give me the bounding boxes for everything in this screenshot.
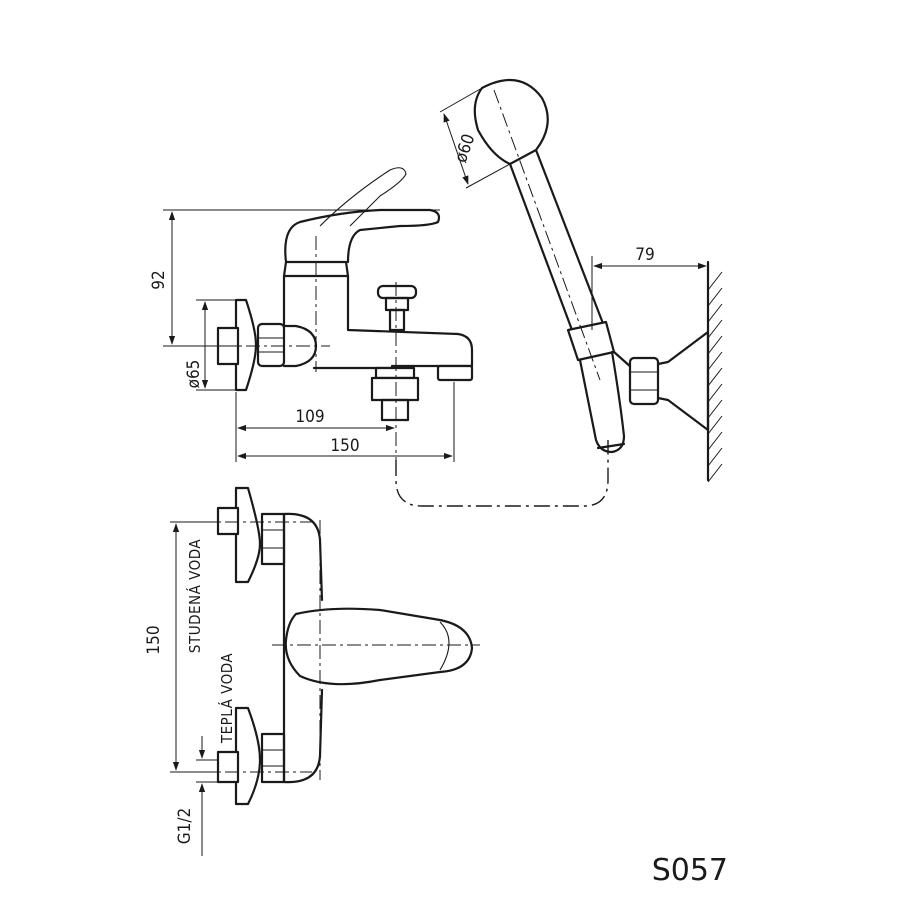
product-code: S057 <box>652 853 728 888</box>
top-view-mixer <box>200 486 480 806</box>
dimension-150-spacing: 150 <box>144 625 164 654</box>
shower-dimensions: ø60 79 <box>439 87 707 330</box>
dimension-thread-g12: G1/2 <box>175 808 195 844</box>
label-cold-water: STUDENÁ VODA <box>185 539 204 653</box>
dimension-diameter-65: ø65 <box>184 360 204 389</box>
side-view-mixer <box>196 167 474 470</box>
top-view-dimensions: 150 G1/2 <box>144 521 218 856</box>
dimension-79: 79 <box>635 245 654 265</box>
dimension-109: 109 <box>295 407 324 427</box>
dimension-150-side: 150 <box>330 436 359 456</box>
dimension-92: 92 <box>149 270 169 289</box>
hose-line <box>395 440 609 507</box>
hand-shower <box>473 78 723 483</box>
side-view-dimensions: 92 ø65 109 150 <box>149 209 455 462</box>
dimension-diameter-60: ø60 <box>451 131 479 165</box>
label-hot-water: TEPLÁ VODA <box>217 653 236 744</box>
